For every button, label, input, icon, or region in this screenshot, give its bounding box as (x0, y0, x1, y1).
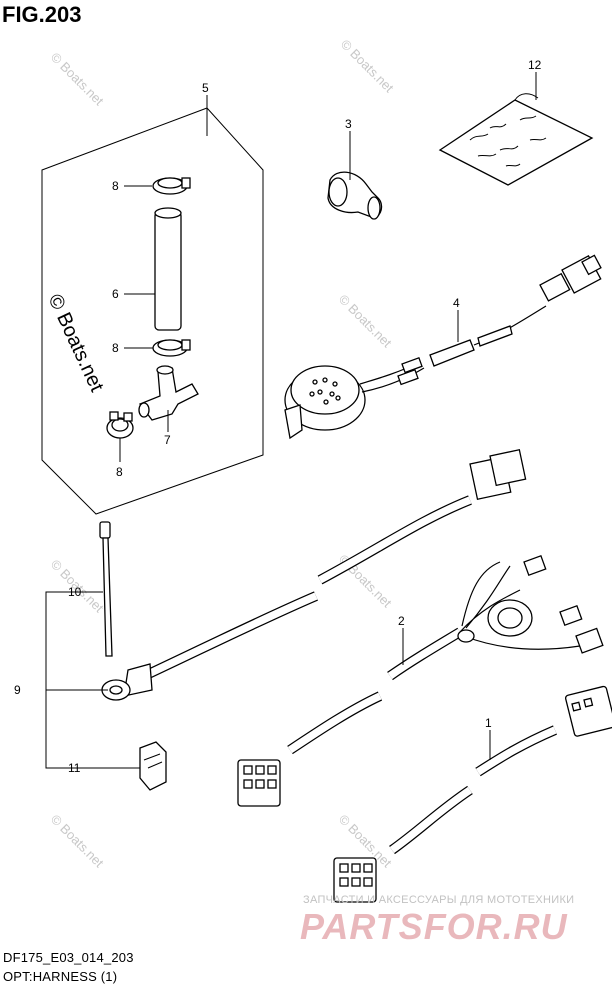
hose-clamp-top (152, 177, 191, 195)
callout-4: 4 (453, 296, 460, 310)
callout-8: 8 (112, 341, 119, 355)
callout-12: 12 (528, 58, 542, 72)
callout-1: 1 (485, 716, 492, 730)
kit-boundary (41, 107, 264, 515)
fuse-cap (139, 741, 167, 791)
main-harness (101, 448, 604, 807)
cable-tie (99, 521, 113, 657)
watermark-group: © Boats.net © Boats.net © Boats.net © Bo… (43, 37, 396, 871)
callout-11: 11 (68, 761, 81, 775)
model-code: DF175_E03_014_203 (3, 950, 134, 965)
callout-10: 10 (68, 585, 82, 599)
callout-9: 9 (14, 683, 21, 697)
bracket-leader (45, 591, 140, 769)
watermark: © Boats.net (48, 812, 107, 871)
watermark: © Boats.net (48, 50, 107, 109)
figure-caption: OPT:HARNESS (1) (3, 969, 118, 984)
callout-8: 8 (116, 465, 123, 479)
tee-joint (138, 365, 199, 421)
watermark: © Boats.net (336, 292, 395, 351)
watermark-large: © Boats.net (43, 291, 107, 396)
plug-grommet (327, 171, 383, 220)
callout-7: 7 (164, 433, 171, 447)
callout-5: 5 (202, 81, 209, 95)
watermark: © Boats.net (338, 37, 397, 96)
brand-tagline: ЗАПЧАСТИ И АКСЕССУАРЫ ДЛЯ МОТОТЕХНИКИ (303, 894, 575, 906)
hose-clamp-bottom (106, 411, 134, 439)
callout-6: 6 (112, 287, 119, 301)
brand-logo: PARTSFOR.RU (300, 906, 568, 947)
hose-clamp-middle (152, 339, 191, 357)
callout-3: 3 (345, 117, 352, 131)
parts-bag (438, 93, 594, 186)
figure-title: FIG.203 (2, 2, 82, 27)
extension-harness (333, 685, 612, 903)
hose-tube (154, 207, 182, 331)
callout-8: 8 (112, 179, 119, 193)
callout-2: 2 (398, 614, 405, 628)
buzzer-harness (284, 254, 602, 440)
